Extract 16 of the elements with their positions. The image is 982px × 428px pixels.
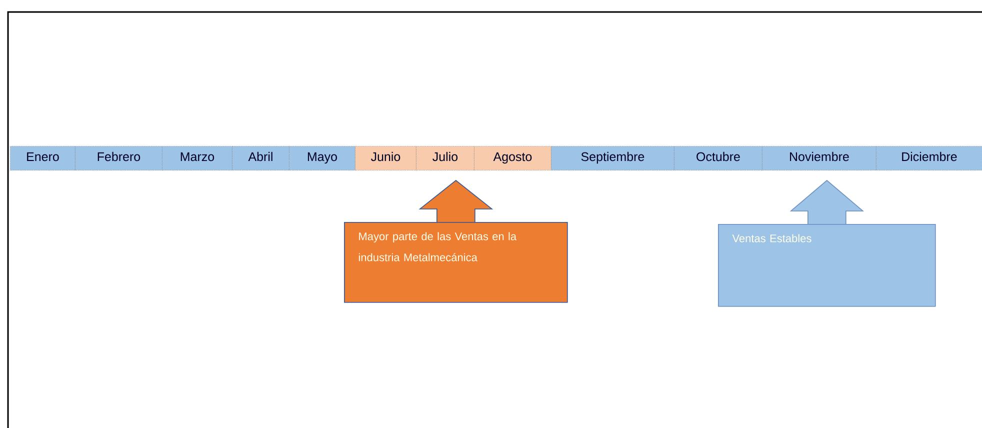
month-cell: Diciembre xyxy=(876,146,982,170)
callout-box: Mayor parte de las Ventas en la industria Metalmecánica xyxy=(344,222,568,303)
month-cell: Febrero xyxy=(75,146,162,170)
month-cell: Junio xyxy=(355,146,416,170)
month-cell: Enero xyxy=(10,146,76,170)
block-arrow xyxy=(418,180,494,222)
month-cell: Agosto xyxy=(474,146,552,170)
block-arrow xyxy=(790,180,864,224)
month-cell: Noviembre xyxy=(762,146,876,170)
month-cell: Julio xyxy=(416,146,474,170)
month-cell: Abril xyxy=(232,146,290,170)
month-cell: Marzo xyxy=(162,146,232,170)
month-cell: Mayo xyxy=(289,146,356,170)
callout-box: Ventas Estables xyxy=(718,224,936,307)
month-cell: Octubre xyxy=(674,146,762,170)
month-cell: Septiembre xyxy=(551,146,674,170)
